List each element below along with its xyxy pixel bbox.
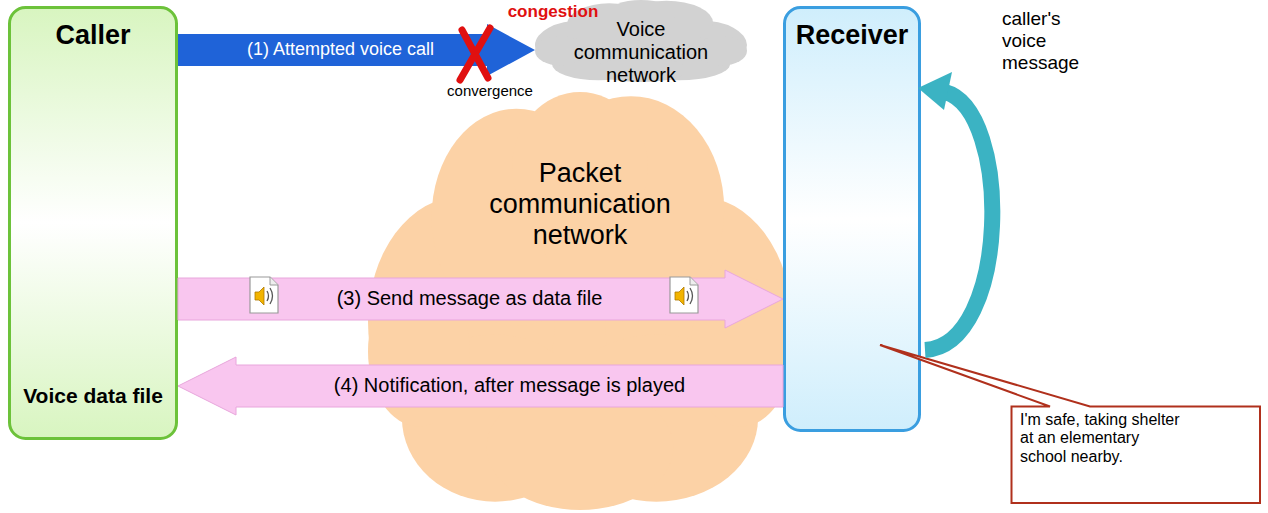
blocked-mark: [460, 28, 490, 80]
note-label: convergence: [430, 82, 550, 99]
voice-file-icon: [250, 277, 278, 313]
speech-bubble: I'm safe, taking shelter at an elementar…: [1010, 405, 1262, 505]
arrow-label: (4) Notification, after message is playe…: [248, 374, 771, 397]
node-title: Caller: [14, 20, 172, 51]
receiver-box-outline: [783, 6, 921, 432]
bubble-text: I'm safe, taking shelter at an elementar…: [1020, 411, 1180, 466]
fat-arrow: [178, 357, 783, 415]
node-title: Receiver: [789, 20, 915, 51]
voice-file-icon: [670, 277, 698, 313]
node-title: Voice communication network: [559, 18, 723, 87]
congestion-label: congestion: [468, 2, 638, 22]
caller-box-outline: [8, 6, 178, 440]
node-caption: Voice data file: [14, 384, 172, 408]
step-note: caller's voice message: [1002, 8, 1102, 74]
playback-arrowhead: [918, 72, 952, 110]
receiver-box: Receiver: [783, 6, 921, 432]
playback-arrow: [925, 92, 992, 350]
node-title: Packet communication network: [478, 158, 682, 251]
arrow-label: (3) Send message as data file: [296, 287, 643, 310]
fat-arrow: [178, 270, 783, 328]
caller-box: CallerVoice data file: [8, 6, 178, 440]
arrow-label: (1) Attempted voice call: [186, 39, 495, 60]
